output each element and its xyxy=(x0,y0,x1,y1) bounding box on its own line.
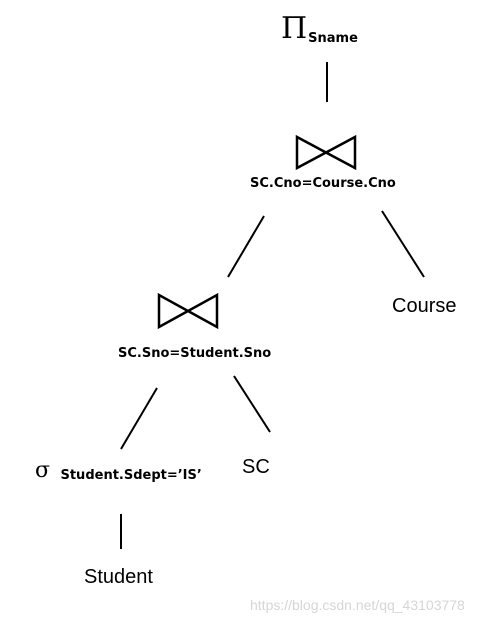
selection-node: σ Student.Sdept=’IS’ xyxy=(35,458,202,483)
selection-condition: Student.Sdept=’IS’ xyxy=(60,468,202,483)
edge-join-top-to-join-bottom xyxy=(227,215,265,278)
projection-node: ΠSname xyxy=(281,11,358,47)
join-top-condition: SC.Cno=Course.Cno xyxy=(250,176,396,191)
selection-symbol: σ xyxy=(35,458,51,483)
edge-join-bottom-to-selection xyxy=(120,387,158,450)
edge-join-bottom-to-sc xyxy=(233,375,271,433)
leaf-course: Course xyxy=(392,295,457,317)
join-bottom-condition: SC.Sno=Student.Sno xyxy=(118,346,272,361)
leaf-sc: SC xyxy=(242,456,270,478)
join-bottom-bowtie-icon xyxy=(157,292,219,330)
watermark: https://blog.csdn.net/qq_43103778 xyxy=(250,597,465,613)
join-top-bowtie-icon xyxy=(295,134,357,171)
projection-symbol: Π xyxy=(281,11,308,46)
edge-join-top-to-course xyxy=(381,210,425,278)
leaf-student: Student xyxy=(84,566,153,588)
projection-attribute: Sname xyxy=(308,31,358,46)
